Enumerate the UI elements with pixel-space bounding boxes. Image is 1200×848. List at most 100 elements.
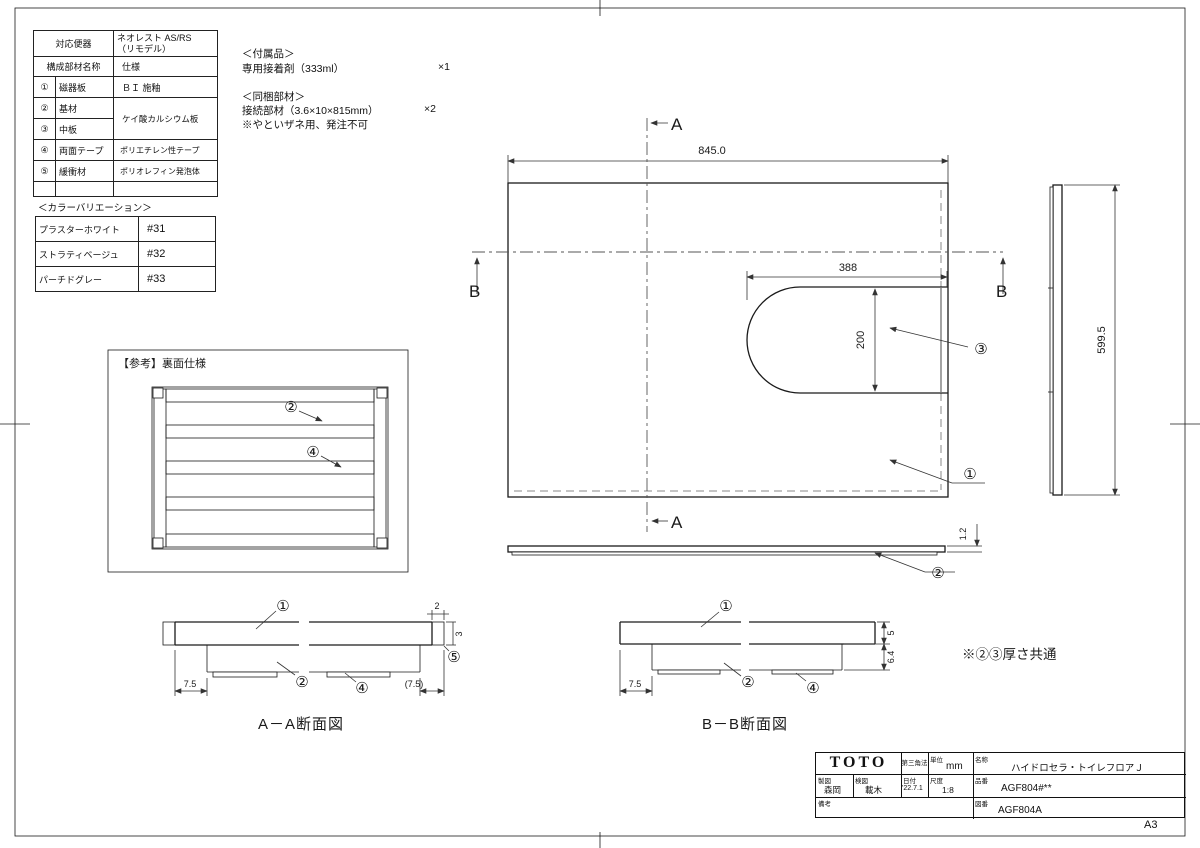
- dim-200-text: 200: [855, 331, 867, 349]
- aa-callout-1-leader: [255, 610, 277, 630]
- drawing-no-cell: 図番 AGF804A: [973, 797, 1186, 819]
- accessories-qty: ×1: [438, 61, 450, 73]
- dim-599-text: 599.5: [1096, 326, 1108, 354]
- spec-row-name: 両面テープ: [54, 139, 115, 161]
- section-a-label-bottom: A: [671, 513, 683, 532]
- name-cell: 名称 ハイドロセラ・トイレフロアＪ: [973, 753, 1186, 774]
- bb-dim-left: [619, 650, 653, 696]
- section-b-label-left: B: [469, 282, 480, 301]
- date-value: '22.7.1: [902, 785, 923, 792]
- spec-h1-value-line2: （リモデル）: [117, 43, 172, 54]
- aa-callout-4-leader: [344, 672, 357, 683]
- table-row: ④ 両面テープ ポリエチレン性テープ: [33, 139, 219, 161]
- side-view: 599.5: [1048, 184, 1120, 496]
- dim-388-text: 388: [839, 262, 857, 274]
- dim-845: [507, 155, 949, 183]
- ref-callout-4-leader: [320, 455, 342, 468]
- section-a-label-top: A: [671, 115, 683, 134]
- name-value: ハイドロセラ・トイレフロアＪ: [1011, 763, 1144, 774]
- front-view: 1.2 ②: [507, 524, 982, 582]
- tb-v1: [901, 753, 902, 774]
- aa-callout-2-leader: [276, 661, 296, 676]
- dim-845-text: 845.0: [698, 145, 726, 157]
- ref-callout-2-leader: [298, 410, 323, 422]
- tb-v4: [901, 774, 902, 797]
- dim-1-2: [947, 524, 982, 553]
- aa-dim-right-text: (7.5): [405, 679, 424, 689]
- spec-h2-label: 構成部材名称: [32, 56, 115, 77]
- aa-callout-2: ②: [295, 673, 308, 691]
- remarks-cell: 備考: [816, 797, 973, 819]
- color-table: プラスターホワイト #31 ストラティベージュ #32 パーチドグレー #33: [35, 216, 216, 292]
- bundled-item: 接続部材（3.6×10×815mm）: [242, 105, 379, 117]
- spec-row-no: ①: [33, 76, 56, 98]
- bb-callout-4: ④: [806, 679, 819, 697]
- checker-value: 載木: [865, 785, 883, 795]
- unit-cell: 単位 mm: [928, 753, 973, 774]
- bb-dim-left-text: 7.5: [629, 679, 642, 689]
- section-b-label-right: B: [996, 282, 1007, 301]
- aa-callout-5-leader: [443, 645, 450, 652]
- table-row: ⑤ 緩衝材 ポリオレフィン発泡体: [33, 160, 219, 182]
- part-value: AGF804#**: [1001, 783, 1052, 794]
- spec-row-spec: ＢＩ 施釉: [113, 76, 219, 98]
- spec-h1-value-line1: ネオレスト AS/RS: [117, 32, 192, 43]
- table-row: パーチドグレー #33: [35, 266, 216, 292]
- date-cell: 日付 '22.7.1: [901, 774, 928, 797]
- ref-callout-4: ④: [306, 443, 319, 461]
- date-label: 日付: [903, 778, 916, 785]
- bb-dim-right: [844, 621, 890, 671]
- aa-dim-left-text: 7.5: [184, 679, 197, 689]
- table-row: 対応便器 ネオレスト AS/RS （リモデル）: [32, 30, 219, 57]
- bb-callout-1-leader: [700, 611, 720, 628]
- spec-row-spec: ポリオレフィン発泡体: [113, 160, 219, 182]
- tb-v2: [928, 753, 929, 774]
- checker-label: 検図: [855, 778, 868, 785]
- spec-row-name: 磁器板: [54, 76, 115, 98]
- plan-callout-3-leader: [889, 326, 969, 348]
- aa-dim-side: [446, 621, 456, 646]
- color-code: #31: [138, 216, 216, 242]
- spec-row-name: 中板: [54, 118, 115, 140]
- plan-view: 845.0 388 200 A A B B: [469, 115, 1007, 532]
- spec-row-name: 緩衝材: [54, 160, 115, 182]
- drafter-label: 製図: [818, 778, 831, 785]
- table-row: ストラティベージュ #32: [35, 241, 216, 267]
- checker-cell: 検図 載木: [853, 774, 901, 797]
- plan-cutout: [746, 286, 948, 394]
- plan-callout-1-leader: [889, 459, 953, 484]
- unit-value: mm: [946, 761, 963, 772]
- table-row: [33, 181, 219, 197]
- title-block-hline1: [816, 774, 1186, 775]
- bb-callout-1: ①: [719, 597, 732, 615]
- accessories-title: ＜付属品＞: [242, 48, 295, 60]
- tb-v5: [928, 774, 929, 797]
- spec-h1-value: ネオレスト AS/RS （リモデル）: [113, 30, 219, 57]
- spec-row-no: ②: [33, 97, 56, 119]
- sheet-format: A3: [1144, 819, 1158, 831]
- aa-callout-1: ①: [276, 597, 289, 615]
- scale-cell: 尺度 1:8: [928, 774, 973, 797]
- spec-row-spec: ポリエチレン性テープ: [113, 139, 219, 161]
- bb-callout-2-leader: [723, 662, 742, 677]
- aa-dim-left: [174, 650, 208, 696]
- dim-599: [1064, 184, 1120, 496]
- color-name: プラスターホワイト: [35, 216, 139, 242]
- drawing-no-label: 図番: [975, 801, 988, 808]
- table-row: 構成部材名称 仕様: [32, 56, 219, 77]
- accessories-item: 専用接着剤（333ml）: [242, 63, 345, 75]
- dim-1-2-text: 1.2: [958, 528, 968, 541]
- bundled-note: ※やといザネ用、発注不可: [242, 119, 368, 131]
- title-block-divider: [973, 753, 974, 819]
- spec-h1-label: 対応便器: [32, 30, 115, 57]
- aa-callout-5: ⑤: [447, 648, 460, 666]
- table-row: ② 基材 ケイ酸カルシウム板: [33, 97, 219, 140]
- thickness-note: ※②③厚さ共通: [962, 647, 1057, 662]
- aa-callout-4: ④: [355, 679, 368, 697]
- table-row: プラスターホワイト #31: [35, 216, 216, 242]
- plan-outline: [507, 182, 949, 498]
- drawing-no-value: AGF804A: [998, 805, 1042, 816]
